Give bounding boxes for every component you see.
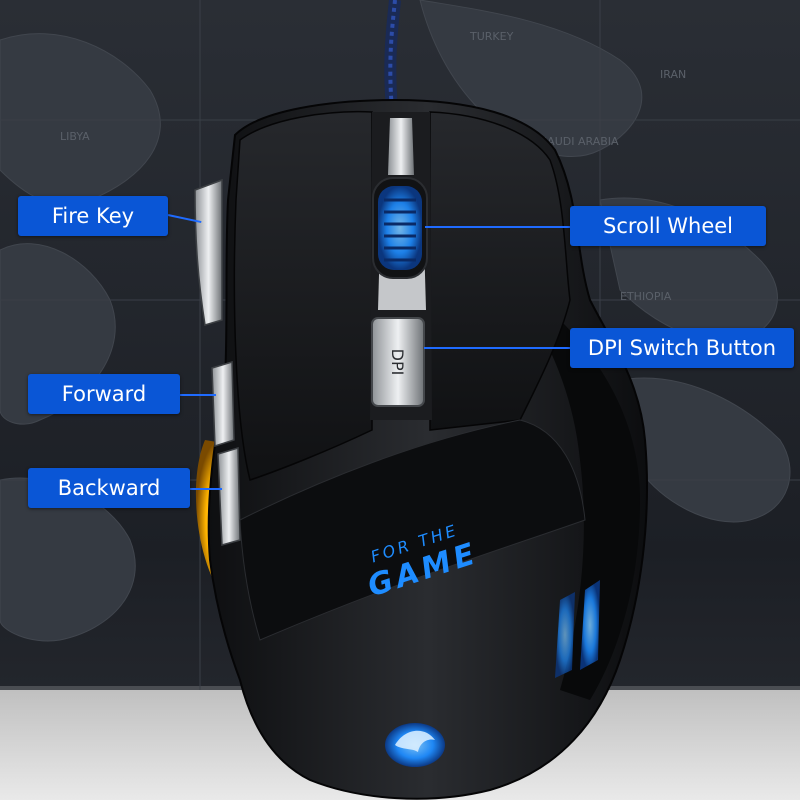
map-label: ETHIOPIA — [620, 290, 672, 303]
callout-scroll-wheel: Scroll Wheel — [570, 206, 766, 246]
callout-fire-key: Fire Key — [18, 196, 168, 236]
map-label: SAUDI ARABIA — [540, 135, 619, 148]
callout-dpi-switch: DPI Switch Button — [570, 328, 794, 368]
side-light-blue — [580, 580, 600, 670]
callout-forward: Forward — [28, 374, 180, 414]
backward-button — [217, 446, 241, 546]
map-label: TURKEY — [469, 30, 514, 43]
leader-forward — [180, 394, 216, 396]
dpi-button-label: DPI — [388, 349, 407, 376]
leader-dpi — [424, 347, 572, 349]
leader-backward — [190, 488, 222, 490]
dpi-button — [371, 317, 425, 407]
map-label: IRAN — [660, 68, 686, 81]
forward-button — [211, 360, 235, 448]
leader-scroll-wheel — [425, 226, 570, 228]
map-label: LIBYA — [60, 130, 90, 143]
callout-backward: Backward — [28, 468, 190, 508]
fire-key — [194, 178, 223, 326]
